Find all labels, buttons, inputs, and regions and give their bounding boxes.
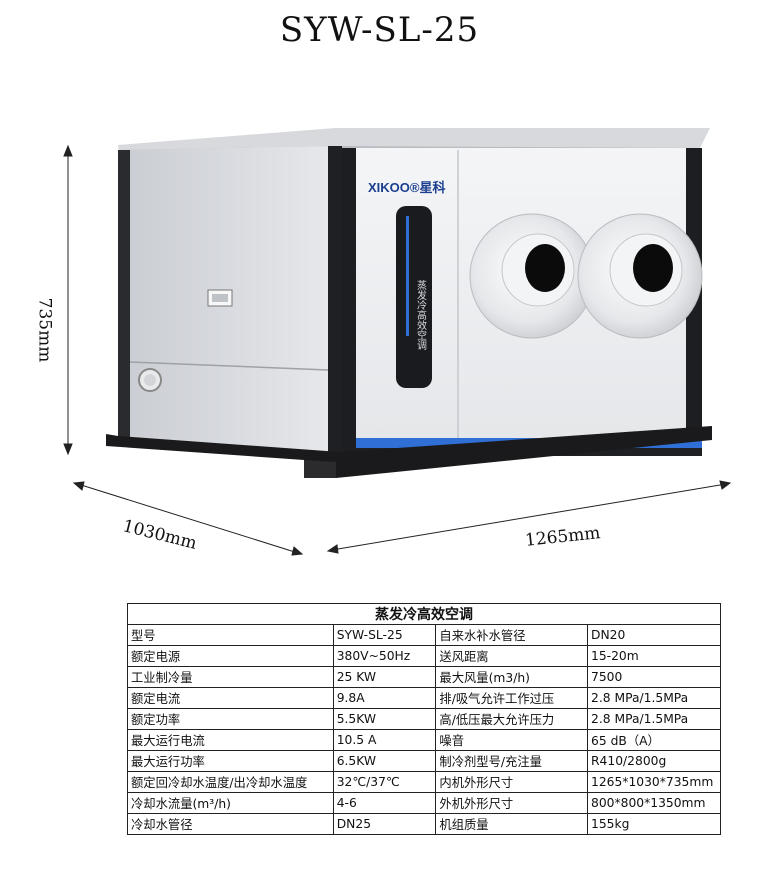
table-header-row: 蒸发冷高效空调: [127, 603, 721, 625]
brand-logo: XIKOO®星科: [368, 180, 445, 195]
spec-value-cell: 9.8A: [332, 687, 437, 709]
spec-label-cell: 排/吸气允许工作过压: [435, 687, 589, 709]
spec-value-cell: 2.8 MPa/1.5MPa: [587, 708, 721, 730]
height-dimension-label: 735mm: [34, 297, 55, 363]
spec-label-cell: 制冷剂型号/充注量: [435, 750, 589, 772]
model-title: SYW-SL-25: [279, 10, 480, 50]
fan-left: [469, 213, 595, 339]
spec-label-cell: 机组质量: [435, 813, 589, 835]
spec-label-cell: 额定电源: [127, 645, 334, 667]
spec-label-cell: 冷却水管径: [127, 813, 334, 835]
spec-label-cell: 额定电流: [127, 687, 334, 709]
height-dimension-line: [63, 144, 73, 456]
spec-label-cell: 冷却水流量(m³/h): [127, 792, 334, 814]
spec-label-cell: 型号: [127, 624, 334, 646]
spec-label-cell: 送风距离: [435, 645, 589, 667]
spec-label-cell: 额定回冷却水温度/出冷却水温度: [127, 771, 334, 793]
base-frame: [106, 426, 712, 478]
product-illustration: XIKOO®星科 蒸发冷高效空调: [63, 128, 732, 556]
spec-value-cell: 32℃/37℃: [332, 771, 437, 793]
spec-value-cell: 6.5KW: [332, 750, 437, 772]
spec-value-cell: 7500: [587, 666, 721, 688]
spec-label-cell: 高/低压最大允许压力: [435, 708, 589, 730]
spec-value-cell: 4-6: [332, 792, 437, 814]
spec-value-cell: 380V~50Hz: [332, 645, 437, 667]
spec-label-cell: 外机外形尺寸: [435, 792, 589, 814]
panel-vertical-text: 蒸发冷高效空调: [415, 280, 427, 351]
fan-right: [577, 213, 703, 339]
width-dimension-line: [326, 480, 732, 554]
spec-value-cell: 2.8 MPa/1.5MPa: [587, 687, 721, 709]
spec-value-cell: R410/2800g: [587, 750, 721, 772]
spec-label-cell: 自来水补水管径: [435, 624, 589, 646]
spec-value-cell: DN25: [332, 813, 437, 835]
spec-label-cell: 最大风量(m3/h): [435, 666, 589, 688]
spec-value-cell: DN20: [587, 624, 721, 646]
spec-label-cell: 最大运行功率: [127, 750, 334, 772]
spec-value-cell: 800*800*1350mm: [587, 792, 721, 814]
spec-label-cell: 噪音: [435, 729, 589, 751]
spec-value-cell: 1265*1030*735mm: [587, 771, 721, 793]
spec-value-cell: 15-20m: [587, 645, 721, 667]
spec-label-cell: 内机外形尺寸: [435, 771, 589, 793]
display-panel: [396, 206, 432, 388]
spec-label-cell: 工业制冷量: [127, 666, 334, 688]
spec-value-cell: SYW-SL-25: [332, 624, 437, 646]
spec-value-cell: 155kg: [587, 813, 721, 835]
spec-value-cell: 10.5 A: [332, 729, 437, 751]
spec-label-cell: 额定功率: [127, 708, 334, 730]
spec-label-cell: 最大运行电流: [127, 729, 334, 751]
spec-value-cell: 65 dB（A）: [587, 729, 721, 751]
spec-value-cell: 25 KW: [332, 666, 437, 688]
spec-value-cell: 5.5KW: [332, 708, 437, 730]
depth-dimension-line: [72, 481, 304, 556]
table-title: 蒸发冷高效空调: [127, 603, 721, 625]
